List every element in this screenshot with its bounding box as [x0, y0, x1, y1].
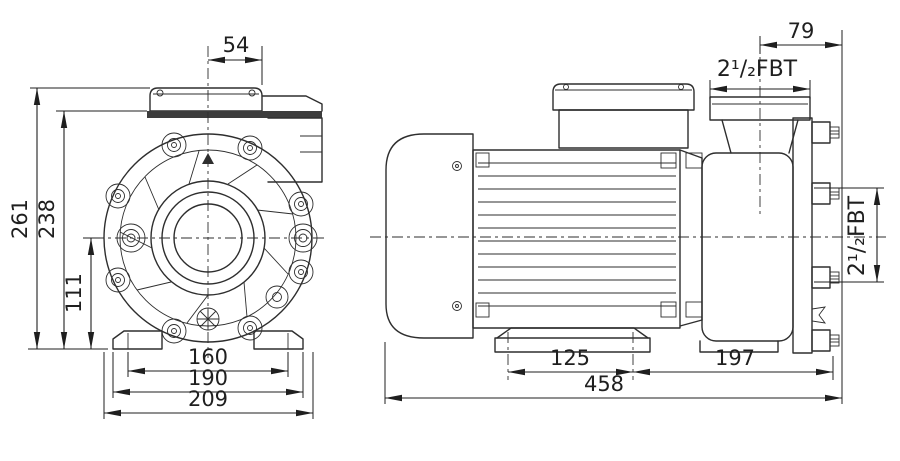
front-feet	[112, 330, 304, 350]
dim-label-261: 261	[8, 199, 32, 239]
dimension-54: 54	[208, 33, 263, 85]
dim-label-suction-port: 2¹/₂FBT	[845, 195, 870, 276]
boss-hole-lower-right	[265, 285, 289, 309]
dim-label-197: 197	[715, 346, 755, 370]
pump-support	[699, 340, 779, 353]
dim-label-125: 125	[550, 346, 590, 370]
volute-drain-plug	[811, 306, 827, 324]
motor-foot	[494, 327, 651, 353]
dim-label-238: 238	[35, 199, 59, 239]
terminal-box-front	[147, 87, 322, 118]
motor-frame	[472, 149, 703, 329]
dim-label-discharge-port: 2¹/₂FBT	[717, 57, 798, 82]
pump-volute	[699, 117, 840, 354]
terminal-box-side	[552, 83, 695, 149]
flange-bolt-heads	[829, 126, 840, 347]
dimension-197: 197	[633, 346, 834, 380]
casing-ribs	[119, 150, 294, 324]
suction-flange-plate	[792, 117, 813, 354]
motor-end-cap	[385, 133, 474, 339]
dimension-209: 209	[103, 352, 314, 419]
tie-rods	[475, 152, 703, 318]
flange-bolt-tabs	[811, 121, 831, 352]
motor-band	[147, 111, 322, 118]
dimension-discharge-port: 2¹/₂FBT	[709, 57, 811, 99]
dimension-261: 261	[8, 87, 150, 350]
dimension-suction-port: 2¹/₂FBT	[814, 187, 884, 283]
dim-label-54: 54	[223, 33, 250, 57]
dim-label-160: 160	[188, 345, 228, 369]
dim-label-190: 190	[188, 366, 228, 390]
side-view	[370, 42, 886, 380]
dimension-238: 238	[35, 110, 147, 349]
dim-label-79: 79	[788, 19, 815, 43]
motor-body-front	[261, 95, 323, 183]
dimension-458: 458	[384, 342, 842, 404]
dimension-190: 190	[112, 352, 304, 398]
dim-label-458: 458	[584, 372, 624, 396]
dim-label-209: 209	[188, 387, 228, 411]
front-view	[93, 46, 324, 358]
dimension-111: 111	[62, 237, 100, 349]
dimension-125: 125	[508, 346, 633, 376]
pump-adapter	[679, 149, 703, 327]
cooling-fins	[478, 162, 676, 307]
dimension-160: 160	[127, 345, 289, 377]
dim-label-111: 111	[62, 273, 86, 313]
dimension-79: 79	[759, 19, 843, 404]
